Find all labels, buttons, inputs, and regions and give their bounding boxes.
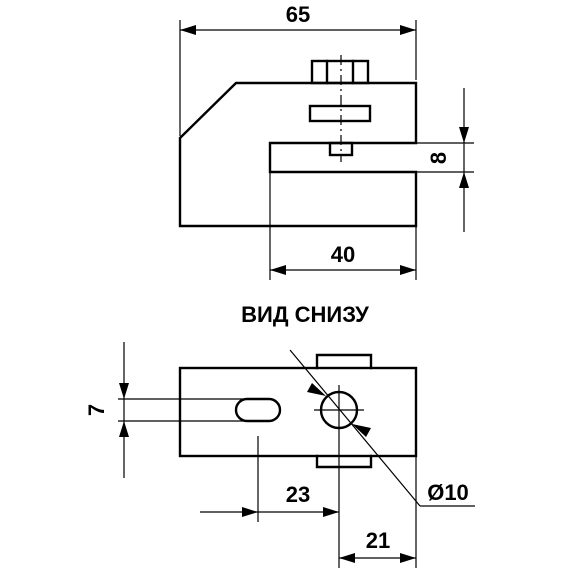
nut-slot xyxy=(308,104,372,123)
dim-label-8: 8 xyxy=(426,152,451,164)
side-view xyxy=(178,55,418,228)
dimension-23: 23 xyxy=(200,436,340,568)
dimension-40: 40 xyxy=(269,172,417,280)
top-tab xyxy=(315,353,373,370)
dimension-diameter-10: Ø10 xyxy=(289,349,475,507)
dim-label-65: 65 xyxy=(286,2,310,27)
bottom-slot xyxy=(234,397,282,423)
dim-label-40: 40 xyxy=(331,242,355,267)
bolt-head xyxy=(310,59,370,85)
dim-label-21: 21 xyxy=(366,528,390,553)
bottom-view-title: ВИД СНИЗУ xyxy=(241,302,369,327)
dim-label-diameter: Ø10 xyxy=(427,480,469,505)
bottom-body xyxy=(178,366,418,458)
dimension-65: 65 xyxy=(179,2,417,136)
dim-label-7: 7 xyxy=(84,404,109,416)
dimension-21: 21 xyxy=(339,456,417,568)
bottom-view xyxy=(178,353,418,469)
dimension-7: 7 xyxy=(84,342,270,478)
dimension-8: 8 xyxy=(416,88,474,232)
bottom-tab xyxy=(315,454,373,469)
dim-label-23: 23 xyxy=(286,482,310,507)
body-outline xyxy=(178,81,418,228)
